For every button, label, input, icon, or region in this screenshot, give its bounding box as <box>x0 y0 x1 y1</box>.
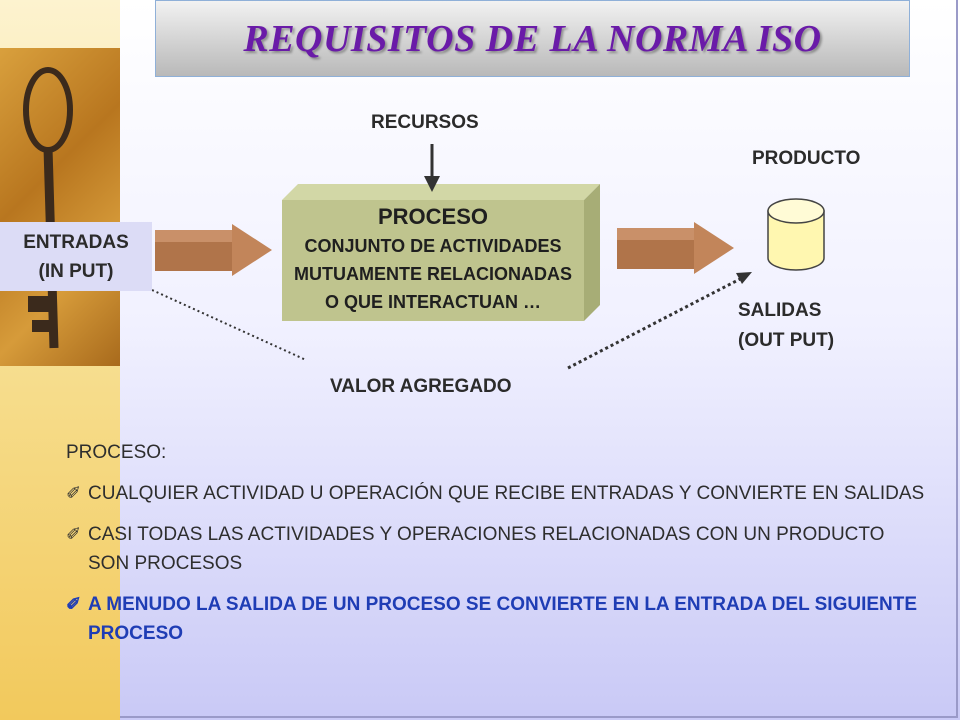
process-box-top <box>282 184 600 200</box>
salidas-line-2: (OUT PUT) <box>738 330 835 351</box>
pencil-icon: ✐ <box>66 594 82 614</box>
definition-heading: PROCESO: <box>66 442 167 463</box>
bullet-text: A MENUDO LA SALIDA DE UN PROCESO SE CONV… <box>88 594 918 644</box>
recursos-arrow-head <box>424 176 440 192</box>
bullet-item-highlighted: ✐ A MENUDO LA SALIDA DE UN PROCESO SE CO… <box>66 590 926 648</box>
bullet-item: ✐ CASI TODAS LAS ACTIVIDADES Y OPERACION… <box>66 520 926 578</box>
valor-dotted-line-right <box>567 276 743 370</box>
product-cylinder-icon <box>767 198 825 271</box>
valor-dotted-line-left <box>151 289 307 361</box>
input-arrow <box>155 224 272 276</box>
title-bar: REQUISITOS DE LA NORMA ISO <box>155 0 910 77</box>
producto-label: PRODUCTO <box>752 148 861 169</box>
entradas-box: ENTRADAS (IN PUT) <box>0 222 152 291</box>
bullet-item: ✐ CUALQUIER ACTIVIDAD U OPERACIÓN QUE RE… <box>66 479 926 508</box>
salidas-label: SALIDAS (OUT PUT) <box>738 296 834 356</box>
bullet-text: CASI TODAS LAS ACTIVIDADES Y OPERACIONES… <box>88 524 885 574</box>
pencil-icon: ✐ <box>66 483 82 503</box>
bullet-text: CUALQUIER ACTIVIDAD U OPERACIÓN QUE RECI… <box>88 483 925 504</box>
process-title: PROCESO <box>377 204 489 229</box>
process-box <box>282 200 584 321</box>
valor-arrow-head <box>736 272 752 284</box>
pencil-icon: ✐ <box>66 524 82 544</box>
process-box-side <box>584 184 600 321</box>
process-line-1: CONJUNTO DE ACTIVIDADES <box>304 236 562 256</box>
entradas-label: ENTRADAS <box>23 232 129 253</box>
process-text: PROCESO CONJUNTO DE ACTIVIDADES MUTUAMEN… <box>282 202 584 316</box>
process-line-2: MUTUAMENTE RELACIONADAS <box>294 264 572 284</box>
page-title: REQUISITOS DE LA NORMA ISO <box>243 17 822 60</box>
valor-agregado-label: VALOR AGREGADO <box>330 376 512 397</box>
process-line-3: O QUE INTERACTUAN … <box>325 292 541 312</box>
recursos-label: RECURSOS <box>371 112 479 133</box>
output-arrow <box>617 222 734 274</box>
definition-block: PROCESO: ✐ CUALQUIER ACTIVIDAD U OPERACI… <box>66 438 926 648</box>
antique-key-image <box>0 48 120 366</box>
entradas-sublabel: (IN PUT) <box>38 261 114 282</box>
salidas-line-1: SALIDAS <box>738 300 822 321</box>
